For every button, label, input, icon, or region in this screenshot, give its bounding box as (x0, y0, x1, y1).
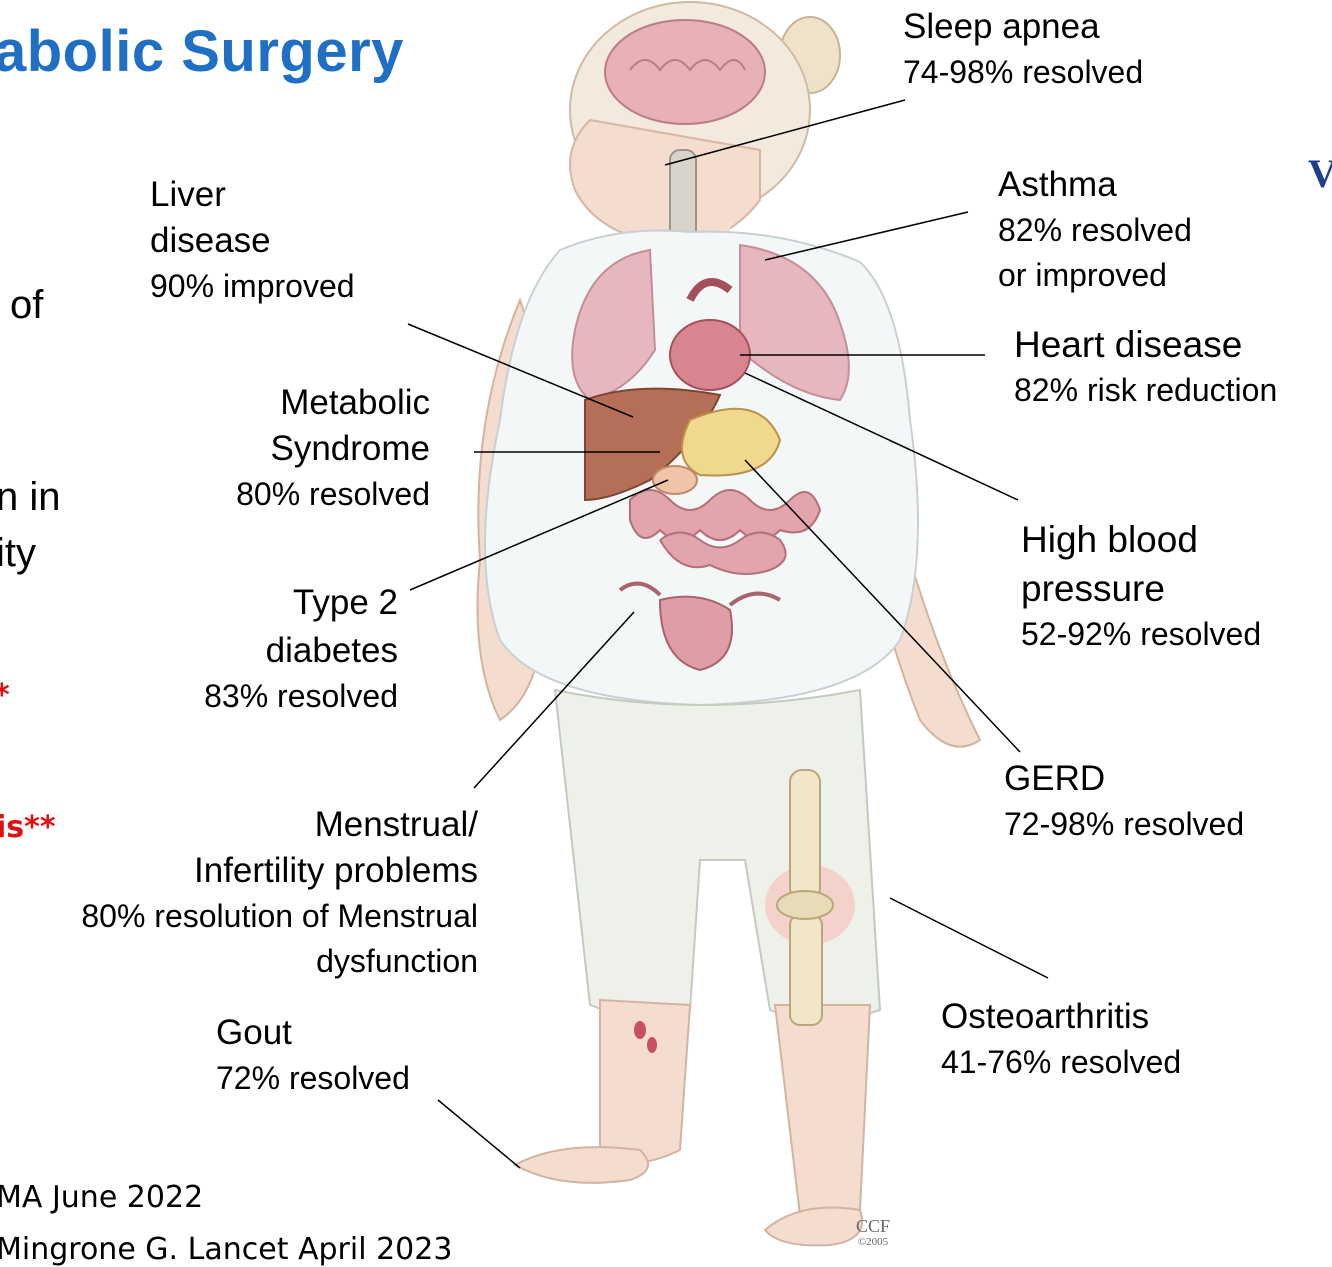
label-diabetes-name-1: Type 2 (204, 578, 398, 628)
leader-gout (438, 1100, 520, 1168)
label-type2-diabetes: Type 2 diabetes 83% resolved (204, 578, 398, 719)
label-osteo-name: Osteoarthritis (941, 994, 1181, 1040)
text-fragment-n-in: n in (0, 474, 61, 520)
brain (605, 20, 765, 124)
leader-osteo (890, 898, 1048, 978)
label-metabolic-syndrome: Metabolic Syndrome 80% resolved (236, 380, 430, 517)
copyright-mark: CCF ©2005 (838, 1218, 908, 1250)
label-sleep-apnea: Sleep apnea 74-98% resolved (903, 4, 1143, 95)
label-asthma-stat-2: or improved (998, 253, 1192, 298)
left-foot (515, 1147, 648, 1183)
label-menstrual-name-1: Menstrual/ (81, 802, 478, 848)
slide-title: abolic Surgery (0, 18, 404, 85)
label-gout: Gout 72% resolved (216, 1010, 410, 1101)
label-diabetes-stat: 83% resolved (204, 674, 398, 719)
label-asthma-name: Asthma (998, 162, 1192, 208)
label-high-bp-stat: 52-92% resolved (1021, 612, 1261, 657)
label-gerd: GERD 72-98% resolved (1004, 756, 1244, 847)
tibia (790, 915, 822, 1025)
emphasis-fragment-2: is** (0, 810, 56, 845)
label-sleep-apnea-stat: 74-98% resolved (903, 50, 1143, 95)
label-metabolic-name-1: Metabolic (236, 380, 430, 426)
label-gerd-name: GERD (1004, 756, 1244, 802)
label-heart-disease: Heart disease 82% risk reduction (1014, 322, 1277, 413)
heart (670, 320, 750, 390)
label-sleep-apnea-name: Sleep apnea (903, 4, 1143, 50)
pancreas (653, 466, 697, 494)
label-heart-name: Heart disease (1014, 322, 1277, 368)
label-metabolic-stat: 80% resolved (236, 472, 430, 517)
femur (790, 770, 820, 900)
label-liver-disease: Liver disease 90% improved (150, 172, 355, 309)
pants (555, 690, 880, 1020)
label-liver-name-1: Liver (150, 172, 355, 218)
label-asthma: Asthma 82% resolved or improved (998, 162, 1192, 298)
intestines (630, 490, 820, 540)
label-diabetes-name-2: diabetes (204, 628, 398, 674)
emphasis-fragment-1: * (0, 678, 10, 713)
label-high-bp-name-1: High blood (1021, 514, 1261, 566)
copyright-year: ©2005 (838, 1234, 908, 1250)
label-gout-stat: 72% resolved (216, 1056, 410, 1101)
reference-1: MA June 2022 (0, 1180, 203, 1215)
label-menstrual-stat-2: dysfunction (81, 939, 478, 984)
label-menstrual: Menstrual/ Infertility problems 80% reso… (81, 802, 478, 984)
label-liver-stat: 90% improved (150, 264, 355, 309)
label-menstrual-stat-1: 80% resolution of Menstrual (81, 894, 478, 939)
label-gerd-stat: 72-98% resolved (1004, 802, 1244, 847)
label-high-bp: High blood pressure 52-92% resolved (1021, 514, 1261, 657)
label-liver-name-2: disease (150, 218, 355, 264)
label-osteo-stat: 41-76% resolved (941, 1040, 1181, 1085)
text-fragment-ity: ity (0, 530, 36, 576)
label-heart-stat: 82% risk reduction (1014, 368, 1277, 413)
label-osteoarthritis: Osteoarthritis 41-76% resolved (941, 994, 1181, 1085)
logo-fragment: V (1308, 150, 1332, 197)
label-asthma-stat-1: 82% resolved (998, 208, 1192, 253)
label-gout-name: Gout (216, 1010, 410, 1056)
leader-asthma (765, 212, 968, 260)
right-leg (775, 1005, 870, 1215)
gout-lesion (634, 1021, 646, 1039)
text-fragment-of: of (10, 282, 43, 328)
label-metabolic-name-2: Syndrome (236, 426, 430, 472)
left-leg (600, 1000, 690, 1163)
label-menstrual-name-2: Infertility problems (81, 848, 478, 894)
label-high-bp-name-2: pressure (1021, 566, 1261, 612)
